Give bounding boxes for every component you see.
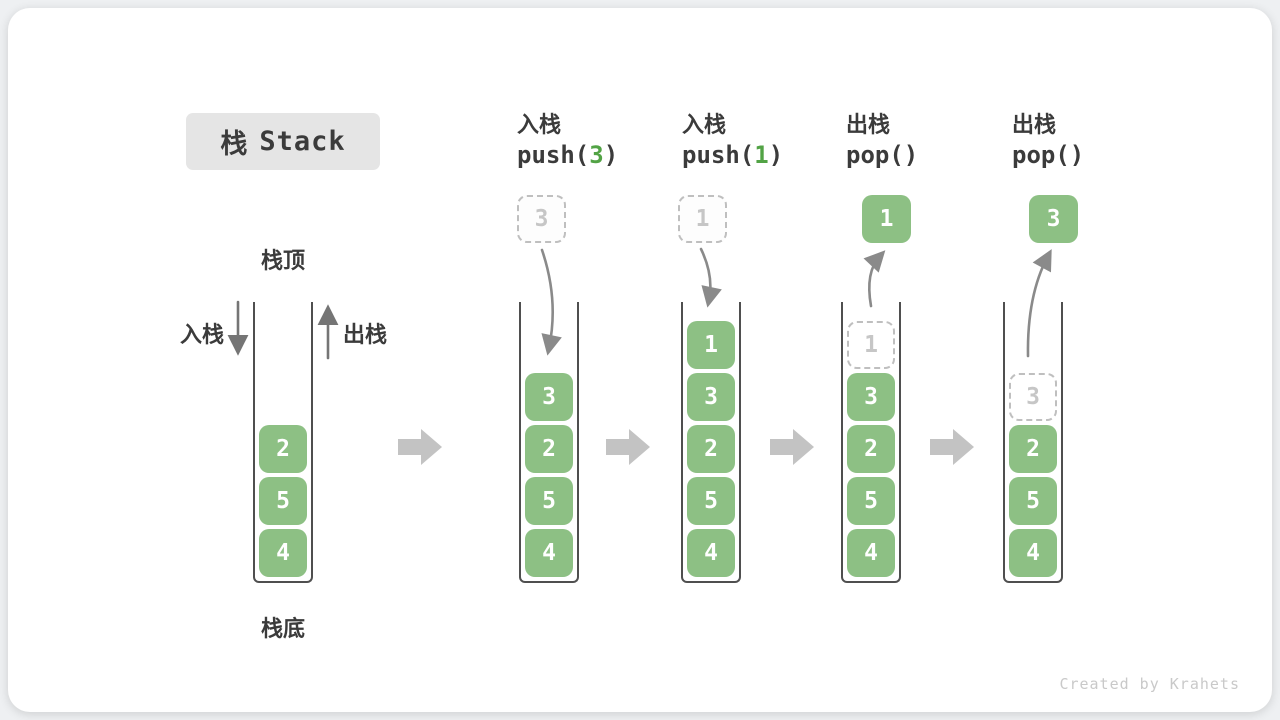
stack-cell: 3	[687, 373, 735, 421]
code-suffix: )	[603, 141, 619, 169]
push-side-label: 入栈	[179, 322, 224, 347]
op-code: push(3)	[517, 141, 667, 169]
title-zh: 栈	[220, 129, 248, 159]
op-label: 入栈	[682, 112, 727, 137]
stack-cell: 5	[1009, 477, 1057, 525]
push-1-curved-arrow	[699, 247, 722, 308]
stack-cell: 2	[259, 425, 307, 473]
step-arrow-icon	[770, 429, 814, 465]
op-header-push-1: 入栈 push(1)	[682, 107, 832, 169]
code-prefix: pop(	[846, 141, 904, 169]
popped-value-box: 3	[1029, 195, 1078, 243]
stack-top-label: 栈顶	[260, 248, 305, 273]
code-arg: 3	[589, 141, 604, 169]
stack-cell: 4	[1009, 529, 1057, 577]
credit-text: Created by Krahets	[1059, 675, 1240, 693]
op-header-pop-1: 出栈 pop()	[846, 107, 996, 169]
code-prefix: push(	[682, 141, 755, 169]
incoming-value-box: 1	[678, 195, 727, 243]
op-header-pop-3: 出栈 pop()	[1012, 107, 1162, 169]
step-arrow-icon	[930, 429, 974, 465]
stack-cell-ghost: 1	[847, 321, 895, 369]
code-suffix: )	[903, 141, 919, 169]
stack-cell: 3	[525, 373, 573, 421]
code-suffix: )	[1069, 141, 1085, 169]
code-arg: 1	[754, 141, 769, 169]
op-label: 出栈	[846, 112, 891, 137]
op-label: 入栈	[517, 112, 562, 137]
stack-cell: 3	[847, 373, 895, 421]
stack-cell: 5	[687, 477, 735, 525]
stack-cell: 2	[1009, 425, 1057, 473]
stack-cell: 5	[525, 477, 573, 525]
stack-bottom-label: 栈底	[260, 616, 305, 641]
diagram-title: 栈 Stack	[186, 113, 380, 170]
stack-cell: 5	[847, 477, 895, 525]
stack-cell: 4	[847, 529, 895, 577]
pop-1-curved-arrow	[863, 250, 886, 308]
step-arrow-icon	[398, 429, 442, 465]
stack-cell-ghost: 3	[1009, 373, 1057, 421]
title-en: Stack	[259, 126, 346, 157]
stack-cell: 5	[259, 477, 307, 525]
stack-cell: 2	[687, 425, 735, 473]
op-label: 出栈	[1012, 112, 1057, 137]
code-suffix: )	[768, 141, 784, 169]
stack-cell: 1	[687, 321, 735, 369]
step-arrow-icon	[606, 429, 650, 465]
op-code: pop()	[1012, 141, 1162, 169]
stack-cell: 2	[525, 425, 573, 473]
stack-cell: 4	[525, 529, 573, 577]
popped-value-box: 1	[862, 195, 911, 243]
code-prefix: pop(	[1012, 141, 1070, 169]
stack-cell: 2	[847, 425, 895, 473]
code-prefix: push(	[517, 141, 590, 169]
op-code: push(1)	[682, 141, 832, 169]
incoming-value-box: 3	[517, 195, 566, 243]
stack-cell: 4	[687, 529, 735, 577]
stack-cell: 4	[259, 529, 307, 577]
pop-side-label: 出栈	[343, 322, 388, 347]
op-header-push-3: 入栈 push(3)	[517, 107, 667, 169]
op-code: pop()	[846, 141, 996, 169]
